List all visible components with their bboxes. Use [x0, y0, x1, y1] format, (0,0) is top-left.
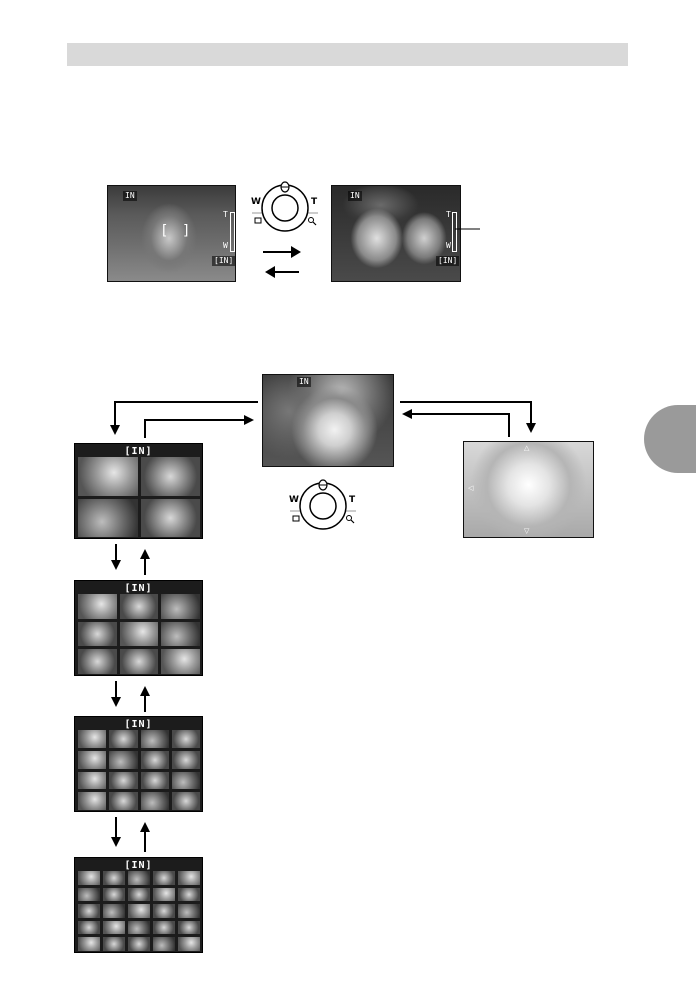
- thumbnail: [78, 730, 107, 748]
- thumbnail: [171, 792, 200, 810]
- thumbnail: [109, 750, 138, 769]
- thumbnail: [140, 730, 169, 748]
- thumbnail: [119, 621, 159, 647]
- lever-t-label: T: [311, 197, 318, 207]
- zoom-t-label: T: [223, 210, 228, 219]
- thumbnail: [153, 904, 175, 918]
- thumbnail: [78, 920, 100, 935]
- wide-view-photo: IN T W [IN] [ ]: [107, 185, 236, 282]
- lever-w-label-2: W: [289, 495, 299, 505]
- thumbnail: [140, 771, 169, 790]
- zoom-bar: [452, 212, 457, 252]
- thumbnail: [109, 792, 138, 810]
- thumbnail: [178, 937, 200, 951]
- scroll-left-icon: ◁: [468, 484, 474, 492]
- zoom-w-label: W: [446, 241, 451, 250]
- thumbnail: [103, 937, 125, 951]
- thumbnail: [103, 920, 125, 935]
- thumbnail: [78, 771, 107, 790]
- thumbnail: [78, 621, 117, 647]
- thumb-grid: [78, 730, 200, 810]
- tele-view-photo: IN T W [IN]: [331, 185, 461, 282]
- thumbnail: [171, 730, 200, 748]
- index-25-screen: [IN]: [74, 857, 203, 953]
- thumbnail: [78, 649, 117, 674]
- close-up-photo: △ ◁ ▽: [463, 441, 594, 538]
- zoom-in-arrow: [263, 246, 301, 258]
- thumb-grid: [78, 594, 200, 674]
- af-bracket-left: [: [160, 223, 169, 239]
- thumbnail: [153, 871, 175, 885]
- thumbnail: [128, 871, 150, 885]
- thumbnail: [103, 871, 125, 885]
- thumbnail: [109, 771, 138, 790]
- section-header-bar: [67, 43, 628, 66]
- lever-t-label-2: T: [349, 495, 356, 505]
- thumbnail: [178, 887, 200, 902]
- index-4-screen: [IN]: [74, 443, 203, 539]
- memory-label: [IN]: [212, 256, 235, 266]
- zoom-w-label: W: [223, 241, 228, 250]
- memory-label: [IN]: [436, 256, 460, 266]
- thumb-grid: [78, 871, 200, 951]
- memory-label: [IN]: [124, 446, 153, 457]
- scroll-down-icon: ▽: [524, 527, 530, 535]
- thumbnail: [178, 904, 200, 918]
- index-9-screen: [IN]: [74, 580, 203, 676]
- thumbnail: [78, 792, 107, 810]
- thumbnail: [161, 621, 200, 647]
- thumbnail: [103, 887, 125, 902]
- thumbnail: [178, 920, 200, 935]
- zoom-bar: [230, 212, 235, 252]
- thumbnail: [140, 498, 200, 537]
- chapter-tab: [644, 405, 696, 473]
- memory-label: [IN]: [124, 719, 153, 730]
- thumbnail: [178, 871, 200, 885]
- mode-badge: IN: [348, 191, 362, 201]
- thumbnail: [78, 937, 100, 951]
- thumbnail: [78, 498, 138, 537]
- thumbnail: [161, 649, 200, 674]
- thumbnail: [140, 792, 169, 810]
- mode-badge: IN: [123, 191, 137, 201]
- thumbnail: [153, 937, 175, 951]
- thumbnail: [119, 649, 159, 674]
- af-bracket-right: ]: [182, 223, 191, 239]
- thumbnail: [161, 594, 200, 619]
- thumbnail: [119, 594, 159, 619]
- zoom-lever-icon: [252, 181, 318, 232]
- mode-badge: IN: [297, 377, 311, 387]
- thumbnail: [140, 457, 200, 496]
- zoom-out-arrow: [265, 266, 299, 278]
- thumbnail: [171, 750, 200, 769]
- thumbnail: [171, 771, 200, 790]
- thumbnail: [78, 594, 117, 619]
- thumb-grid: [78, 457, 200, 537]
- thumbnail: [153, 920, 175, 935]
- thumbnail: [78, 904, 100, 918]
- thumbnail: [78, 457, 138, 496]
- single-frame-photo: IN: [262, 374, 394, 467]
- thumbnail: [78, 750, 107, 769]
- memory-label: [IN]: [124, 583, 153, 594]
- index-16-screen: [IN]: [74, 716, 203, 812]
- thumbnail: [78, 887, 100, 902]
- thumbnail: [78, 871, 100, 885]
- thumbnail: [103, 904, 125, 918]
- thumbnail: [140, 750, 169, 769]
- memory-label: [IN]: [124, 860, 153, 871]
- scroll-up-icon: △: [524, 444, 530, 452]
- thumbnail: [128, 937, 150, 951]
- thumbnail: [128, 920, 150, 935]
- thumbnail: [153, 887, 175, 902]
- lever-w-label: W: [251, 197, 261, 207]
- thumbnail: [128, 887, 150, 902]
- zoom-t-label: T: [446, 210, 451, 219]
- thumbnail: [109, 730, 138, 748]
- thumbnail: [128, 904, 150, 918]
- zoom-lever-icon-2: [290, 479, 356, 530]
